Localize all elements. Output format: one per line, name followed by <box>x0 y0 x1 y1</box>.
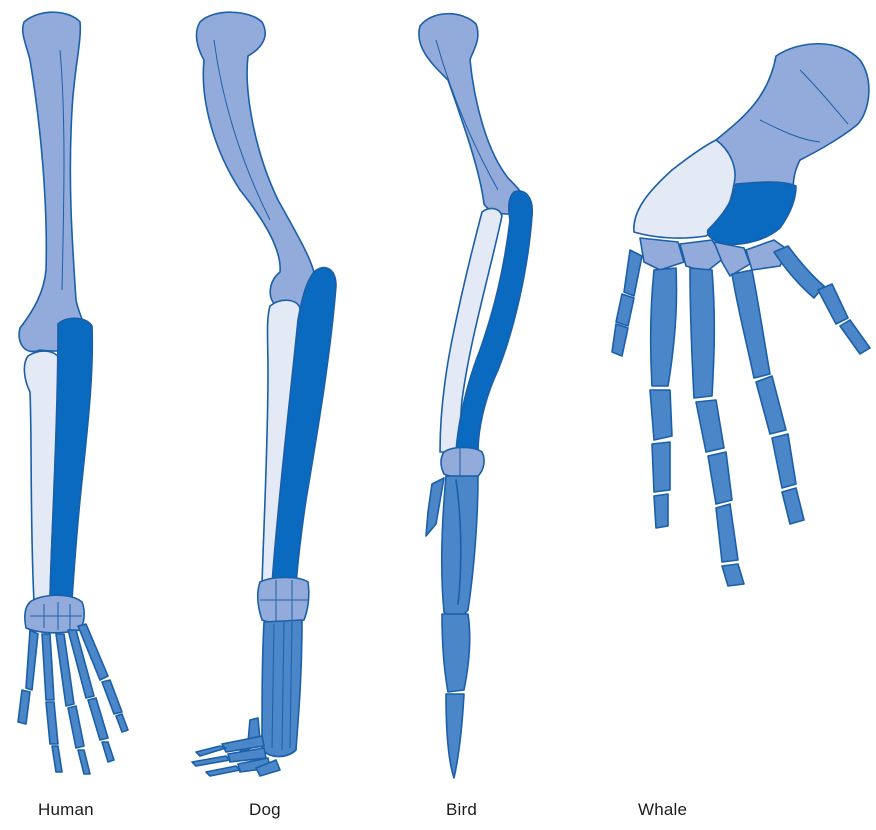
bird-wing-skeleton <box>419 14 532 778</box>
bird-humerus <box>419 14 526 214</box>
label-dog: Dog <box>249 800 281 820</box>
whale-digits <box>612 246 870 586</box>
human-carpals <box>25 595 84 633</box>
label-whale: Whale <box>638 800 687 820</box>
whale-humerus <box>714 44 868 196</box>
label-human: Human <box>38 800 94 820</box>
bird-carpals <box>441 448 484 478</box>
human-humerus <box>19 12 87 351</box>
label-bird: Bird <box>446 800 477 820</box>
dog-humerus <box>197 12 317 311</box>
human-digits <box>18 624 128 774</box>
dog-foreleg-skeleton <box>192 12 336 776</box>
whale-flipper-skeleton <box>612 44 870 586</box>
bird-digits <box>426 476 478 778</box>
human-arm-skeleton <box>18 12 128 774</box>
